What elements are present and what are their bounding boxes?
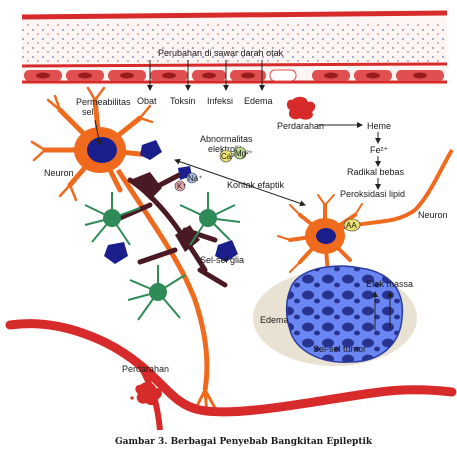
hemorrhage-bottom-label: Perdarahan: [122, 364, 169, 374]
svg-text:AA: AA: [346, 221, 357, 230]
glia-label: Sel-sel glia: [200, 255, 244, 265]
ion-k: K⁺: [175, 181, 187, 191]
cause-obat-label: Obat: [137, 96, 157, 106]
heme-label: Heme: [367, 121, 391, 131]
fe-label: Fe²⁺: [370, 145, 389, 155]
svg-text:Mg²⁺: Mg²⁺: [235, 149, 253, 158]
endothelial-cells: [24, 70, 444, 81]
cause-toksin-label: Toksin: [170, 96, 196, 106]
blood-brain-barrier-label: Perubahan di sawar darah otak: [158, 48, 284, 58]
tumor-label: Sel-sel tumor: [313, 344, 366, 354]
svg-text:K⁺: K⁺: [177, 182, 187, 191]
svg-text:Na⁺: Na⁺: [188, 174, 202, 183]
electrolyte-label-line1: Abnormalitas: [200, 134, 253, 144]
permeability-label-line2: sel: [82, 107, 94, 117]
lipid-label: Peroksidasi lipid: [340, 189, 405, 199]
cause-infeksi-label: Infeksi: [207, 96, 233, 106]
ion-na: Na⁺: [187, 173, 202, 183]
mass-effect-label: Efek massa: [366, 279, 413, 289]
aa-marker: AA: [344, 219, 360, 231]
neuron-left-label: Neuron: [44, 168, 74, 178]
neuron-right-label: Neuron: [418, 210, 448, 220]
hemorrhage-top-label: Perdarahan: [277, 121, 324, 131]
edema-label: Edema: [260, 315, 289, 325]
cause-edema-label: Edema: [244, 96, 273, 106]
permeability-label-line1: Permeabilitas: [76, 97, 131, 107]
figure-caption: Gambar 3. Berbagai Penyebab Bangkitan Ep…: [115, 437, 373, 447]
ion-mg: Mg²⁺: [234, 147, 253, 159]
radical-label: Radikal bebas: [347, 167, 405, 177]
